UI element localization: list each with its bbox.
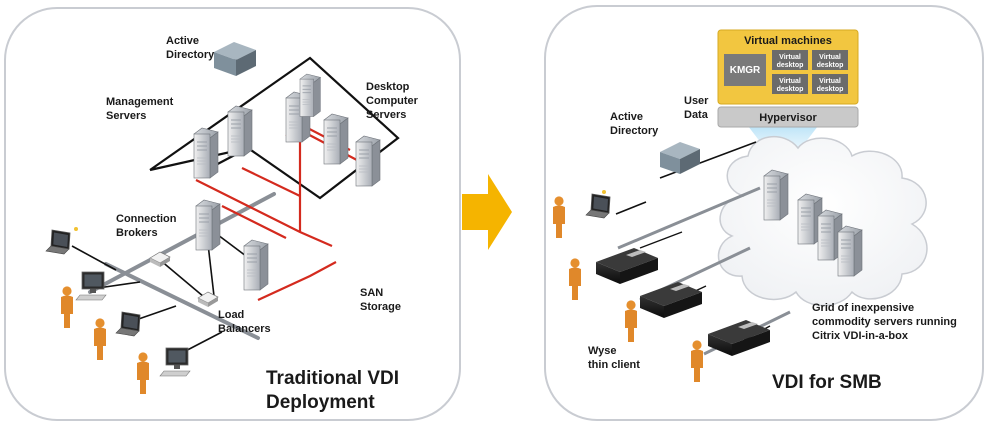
vdesk-2-line1: Virtual	[819, 54, 841, 61]
right-panel: Virtual machines KMGR Virtual desktop Vi…	[544, 5, 984, 421]
desktop-server-icon	[299, 73, 321, 117]
svg-text:User Data: User Data	[684, 95, 712, 121]
transition-arrow-icon	[462, 174, 512, 250]
vdesk-1-line1: Virtual	[779, 54, 801, 61]
active-directory-device-icon-right	[660, 142, 700, 174]
vdesk-4-line1: Virtual	[819, 78, 841, 85]
desktop-server-icon	[323, 113, 349, 165]
virtual-machines-box: Virtual machines KMGR Virtual desktop Vi…	[717, 29, 859, 128]
label-san-storage-2: Storage	[360, 301, 401, 313]
load-balancer-icon	[149, 251, 171, 267]
label-desktop-servers-2: Computer	[366, 95, 419, 107]
hypervisor-label: Hypervisor	[759, 112, 817, 124]
svg-text:Connection Brokers: Connection Brokers	[116, 213, 180, 239]
svg-text:Desktop Computer S: Desktop Computer Servers	[366, 81, 421, 121]
left-panel-title-2: Deployment	[266, 392, 375, 413]
label-active-directory-r2: Directory	[610, 125, 659, 137]
label-load-balancers-2: Balancers	[218, 323, 271, 335]
management-server-icon	[193, 127, 219, 179]
svg-text:Active Directory: Active Directory	[166, 35, 215, 61]
vdesk-3-line1: Virtual	[779, 78, 801, 85]
label-active-directory-r: Active	[610, 111, 643, 123]
label-grid-3: Citrix VDI-in-a-box	[812, 330, 909, 342]
hypervisor-bar	[717, 106, 859, 128]
svg-text:Wyse thin client: Wyse thin client	[588, 345, 640, 371]
active-directory-device-icon	[214, 42, 256, 76]
connection-broker-server-icon	[243, 239, 269, 291]
label-grid: Grid of inexpensive	[812, 302, 914, 314]
connection-broker-server-icon	[195, 199, 221, 251]
vm-box-title: Virtual machines	[744, 35, 832, 47]
label-management-servers-2: Servers	[106, 110, 146, 122]
label-desktop-servers-3: Servers	[366, 109, 406, 121]
label-connection-brokers-2: Brokers	[116, 227, 158, 239]
svg-text:Management Servers: Management Servers	[106, 96, 176, 122]
svg-text:Load Balancers: Load Balancers	[218, 309, 271, 335]
lan-links	[88, 192, 276, 340]
label-active-directory-l2: Directory	[166, 49, 215, 61]
vdesk-4-line2: desktop	[817, 86, 844, 93]
label-wyse-client: Wyse	[588, 345, 617, 357]
label-wyse-client-2: thin client	[588, 359, 640, 371]
label-user-data-2: Data	[684, 109, 709, 121]
svg-text:SAN Storage: SAN Storage	[360, 287, 401, 313]
label-management-servers: Management	[106, 96, 174, 108]
vdesk-2-line2: desktop	[817, 62, 844, 69]
cloud-server-icon	[837, 225, 863, 277]
vdesk-3-line2: desktop	[777, 86, 804, 93]
vdesk-1-line2: desktop	[777, 62, 804, 69]
svg-text:Traditional VDI Deployme: Traditional VDI Deployment	[266, 368, 404, 413]
desktop-server-icon	[355, 135, 381, 187]
label-user-data: User	[684, 95, 709, 107]
label-active-directory-l: Active	[166, 35, 199, 47]
svg-text:Grid of inexpensive comm: Grid of inexpensive commodity servers ru…	[812, 302, 960, 342]
label-grid-2: commodity servers running	[812, 316, 957, 328]
label-san-storage: SAN	[360, 287, 383, 299]
cloud-server-icon	[763, 169, 789, 221]
left-panel: Active Directory Management Servers Desk…	[4, 7, 461, 421]
kmgr-label: KMGR	[730, 65, 761, 76]
left-panel-title: Traditional VDI	[266, 368, 399, 389]
right-panel-title: VDI for SMB	[772, 372, 882, 393]
label-load-balancers: Load	[218, 309, 244, 321]
load-balancer-icon	[197, 291, 219, 307]
svg-text:Active Directory: Active Directory	[610, 111, 659, 137]
label-desktop-servers: Desktop	[366, 81, 410, 93]
label-connection-brokers: Connection	[116, 213, 177, 225]
management-server-icon	[227, 105, 253, 157]
